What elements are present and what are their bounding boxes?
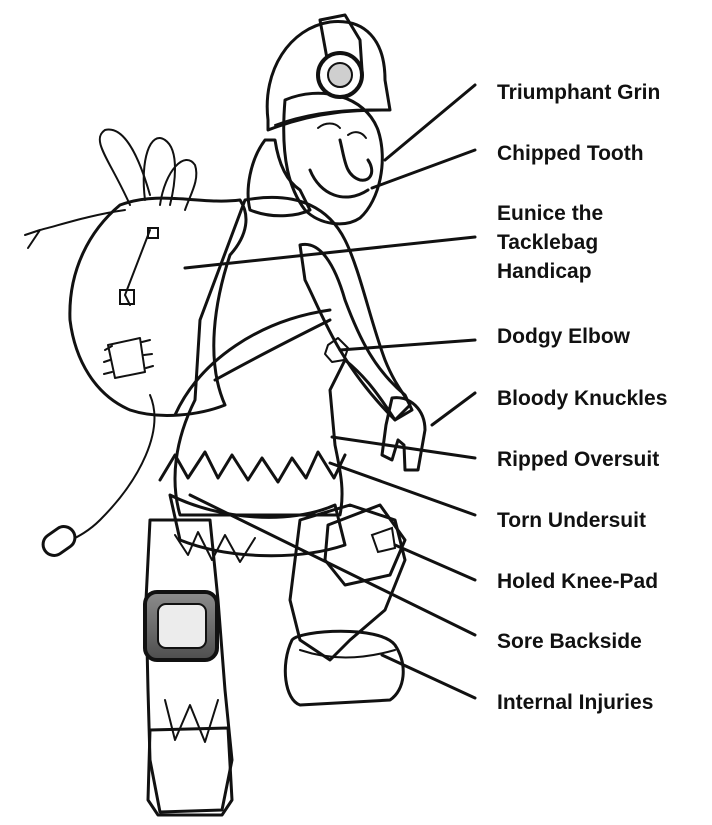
torso <box>160 197 425 562</box>
grin-mouth <box>310 170 368 197</box>
leader-grin <box>385 85 475 160</box>
label-chipped-tooth: Chipped Tooth <box>497 142 644 165</box>
headlamp <box>318 15 362 97</box>
hand <box>382 398 425 470</box>
leader-injuries <box>382 655 475 698</box>
bag-patch <box>108 338 145 378</box>
caver-illustration <box>25 15 425 815</box>
leader-undersuit <box>330 463 475 515</box>
bag-drawstring <box>100 130 150 205</box>
nose <box>340 140 372 180</box>
label-sore-backside: Sore Backside <box>497 630 642 653</box>
label-holed-knee-pad: Holed Knee-Pad <box>497 570 658 593</box>
leader-knuckles <box>432 393 475 425</box>
left-leg <box>145 520 232 815</box>
leader-elbow <box>340 340 475 350</box>
left-boot <box>148 728 232 815</box>
tether-rope <box>62 395 154 545</box>
head <box>248 15 390 224</box>
labels: Triumphant Grin Chipped Tooth Eunice the… <box>497 81 667 714</box>
torn-oversuit-hem <box>160 452 345 482</box>
label-eunice-tacklebag: Eunice the Tacklebag Handicap <box>497 202 609 283</box>
tether-toggle <box>39 522 79 560</box>
label-internal-injuries: Internal Injuries <box>497 691 653 714</box>
leader-kneepad <box>395 545 475 580</box>
label-torn-undersuit: Torn Undersuit <box>497 509 646 532</box>
right-leg <box>285 505 405 705</box>
leader-tooth <box>372 150 475 188</box>
undersuit <box>170 495 345 556</box>
label-triumphant-grin: Triumphant Grin <box>497 81 660 104</box>
label-ripped-oversuit: Ripped Oversuit <box>497 448 659 471</box>
label-bloody-knuckles: Bloody Knuckles <box>497 387 667 410</box>
label-dodgy-elbow: Dodgy Elbow <box>497 325 631 348</box>
